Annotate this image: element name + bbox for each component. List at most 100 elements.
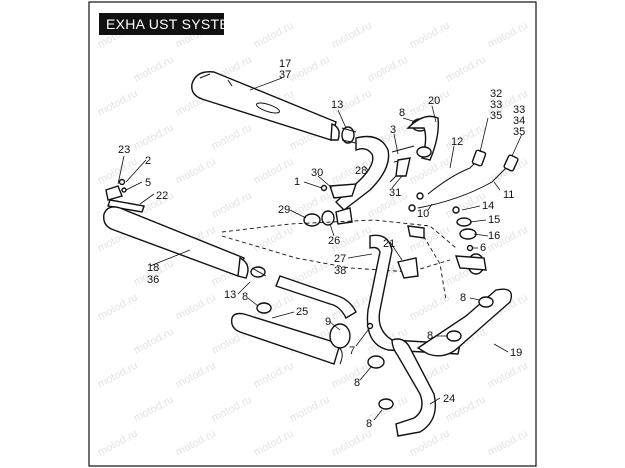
label-27: 27 [334,253,346,265]
watermark-text: motod.ru [132,122,176,153]
label-8-right-mid: 8 [427,330,433,342]
o2-sensors [408,149,519,212]
clamp-13-upper [341,126,357,144]
watermark-text: motod.ru [210,190,254,221]
label-35-a: 35 [490,110,502,122]
label-20: 20 [428,95,440,107]
label-12: 12 [451,136,463,148]
diagram-frame [88,1,537,467]
label-8-lower: 8 [242,291,248,303]
lower-muffler [103,206,267,279]
label-6: 6 [480,242,486,254]
label-8-bottom: 8 [366,418,372,430]
label-29: 29 [278,204,290,216]
watermark-text: motod.ru [252,360,296,391]
label-35-b: 35 [513,126,525,138]
watermark-text: motod.ru [408,20,452,51]
label-34: 34 [513,115,525,127]
watermark-text: motod.ru [132,326,176,357]
upper-muffler [191,71,340,141]
leader-lines [117,77,523,421]
watermark-text: motod.ru [252,428,296,459]
label-5: 5 [145,177,151,189]
label-23: 23 [118,144,130,156]
part-labels: 17 37 13 8 20 3 32 33 35 33 34 35 12 23 … [118,58,525,430]
watermark-text: motod.ru [252,156,296,187]
heat-shield-19 [416,288,513,357]
dash-1 [221,219,457,249]
watermark-text: motod.ru [174,360,218,391]
watermark-text: motod.ru [366,54,410,85]
watermark-text: motod.ru [96,88,140,119]
watermark-text: motod.ru [210,122,254,153]
watermark-text: motod.ru [486,428,530,459]
watermark-text: motod.ru [252,20,296,51]
label-15: 15 [488,214,500,226]
gasket-8b [256,302,272,314]
label-7: 7 [349,345,355,357]
mount-bracket [105,178,145,213]
watermark-text: motod.ru [486,20,530,51]
label-25: 25 [296,306,308,318]
label-22: 22 [156,190,168,202]
watermark-text: motod.ru [174,428,218,459]
watermark-text: motod.ru [330,20,374,51]
label-24: 24 [443,393,455,405]
label-11: 11 [503,189,514,201]
label-33-a: 33 [490,99,502,111]
watermark-text: motod.ru [174,156,218,187]
label-36: 36 [147,274,159,286]
label-26: 26 [328,235,340,247]
label-17: 17 [279,58,291,70]
watermark-text: motod.ru [330,360,374,391]
label-33-b: 33 [513,104,525,116]
watermark-text: motod.ru [486,360,530,391]
label-1: 1 [294,176,300,188]
label-32: 32 [490,88,502,100]
watermark-text: motod.ru [252,224,296,255]
watermark-text: motod.ru [288,54,332,85]
watermark-text: motod.ru [366,190,410,221]
label-13-lower: 13 [224,289,236,301]
label-2: 2 [145,155,151,167]
watermark-text: motod.ru [330,428,374,459]
label-10: 10 [417,208,429,220]
label-8-lower-head: 8 [354,377,360,389]
label-21: 21 [383,238,395,250]
nut-7 [366,322,374,330]
label-8-right-top: 8 [460,292,466,304]
label-19: 19 [510,347,522,359]
label-14: 14 [482,200,494,212]
watermark-text: motod.ru [96,292,140,323]
watermark-text: motod.ru [288,394,332,425]
lower-headpipe [367,338,437,437]
crossover-pipe [275,225,487,355]
dash-2 [221,235,451,273]
watermark-text: motod.ru [444,54,488,85]
watermark-text: motod.ru [96,360,140,391]
label-8-upper: 8 [399,107,405,119]
label-3: 3 [390,124,396,136]
label-30: 30 [311,167,323,179]
watermark-text: motod.ru [96,156,140,187]
label-9: 9 [325,316,331,328]
title-box [99,13,224,35]
label-13-upper: 13 [331,99,343,111]
label-38: 38 [334,265,346,277]
watermark-text: motod.ru [96,428,140,459]
label-31: 31 [389,187,401,199]
flange-set [452,206,477,252]
label-37: 37 [279,69,291,81]
diagram-title: EXHA UST SYSTEM [106,16,241,32]
watermark-text: motod.ru [132,394,176,425]
label-16: 16 [488,230,500,242]
watermark-text: motod.ru [174,292,218,323]
label-18: 18 [147,262,159,274]
band-clamp-9 [329,323,351,349]
watermark-text: motod.ru [132,54,176,85]
dash-3 [419,229,447,301]
watermark-text: motod.ru [210,394,254,425]
label-28: 28 [355,165,367,177]
